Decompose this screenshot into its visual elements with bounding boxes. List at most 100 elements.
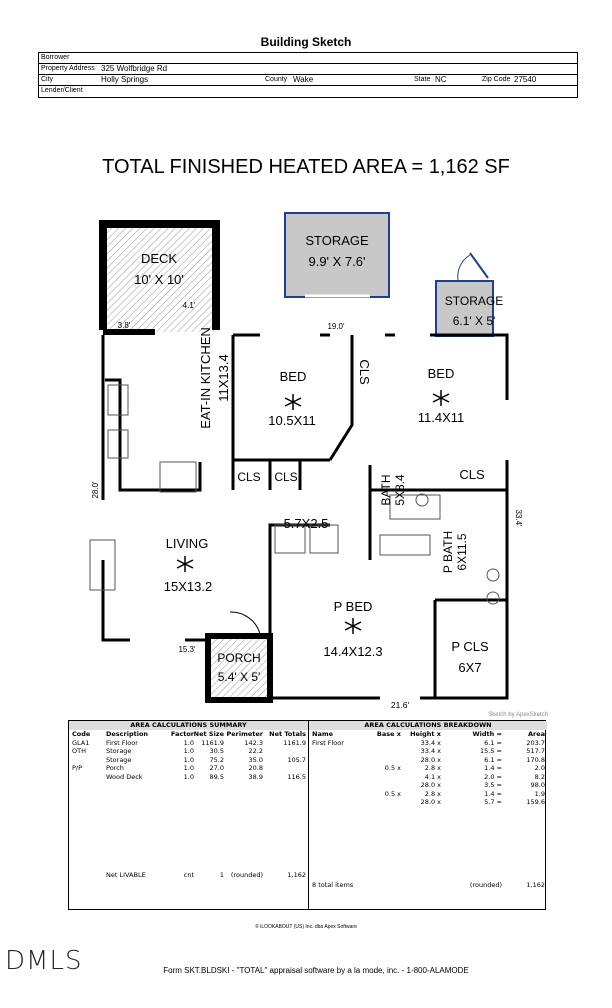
county-value: Wake xyxy=(293,75,314,84)
city-value: Holly Springs xyxy=(101,75,149,84)
table-cell: 30.5 xyxy=(209,747,224,755)
table-cell: 28.0 x xyxy=(420,798,441,806)
dimension-label: 28.0' xyxy=(91,481,100,499)
table-cell: 20.8 xyxy=(248,764,263,772)
bed2-size: 11.4X11 xyxy=(418,410,465,425)
address-value: 325 Wolfbridge Rd xyxy=(101,64,168,73)
deck-size: 10' X 10' xyxy=(134,272,184,287)
closet-label: CLS xyxy=(237,470,260,484)
table-cell: 5.7 = xyxy=(484,798,502,806)
deck-label: DECK xyxy=(141,251,177,266)
table-cell: 27.0 xyxy=(209,764,224,772)
address-label: Property Address xyxy=(41,65,95,72)
bath-label: BATH xyxy=(379,474,393,505)
storage-label: STORAGE xyxy=(305,233,369,248)
dimension-label: 33.4' xyxy=(514,509,523,527)
bed1-label: BED xyxy=(280,369,307,384)
footer-cell: 8 total items xyxy=(312,881,354,889)
table-cell: GLA1 xyxy=(72,738,90,747)
table-cell: 203.7 xyxy=(526,738,545,747)
deck xyxy=(99,220,220,335)
table-cell: 1.0 xyxy=(183,764,194,772)
dmls-logo: DMLS xyxy=(5,946,83,976)
column-header: Net Size xyxy=(193,730,224,738)
bed1-size: 10.5X11 xyxy=(268,413,315,428)
living-label: LIVING xyxy=(166,536,209,551)
state-label: State xyxy=(414,76,431,83)
storage-size: 9.9' X 7.6' xyxy=(308,254,365,269)
footer-cell: 1 xyxy=(219,871,224,879)
pbath-size: 6X11.5 xyxy=(455,533,469,570)
walls xyxy=(101,333,509,700)
pcls-label: P CLS xyxy=(451,639,489,654)
table-cell: 35.0 xyxy=(248,755,263,764)
table-cell: 28.0 x xyxy=(420,755,441,764)
table-row: 28.0 x 6.1 = 170.8 xyxy=(309,756,547,765)
ceiling-fan-icon xyxy=(176,390,450,634)
column-header: Net Totals xyxy=(269,730,306,738)
city-label: City xyxy=(41,76,54,83)
table-cell: 22.2 xyxy=(248,747,263,755)
column-header: Description xyxy=(106,730,149,738)
dimensions: 4.1'3.8'19.0' 28.0'33.4' 15.3'21.6' xyxy=(91,301,523,710)
table-cell: 15.5 = xyxy=(480,747,502,755)
storage-small-size: 6.1' X 5' xyxy=(453,314,496,328)
closet-label: CLS xyxy=(357,359,372,385)
kitchen-label: EAT-IN KITCHEN xyxy=(198,327,213,429)
table-cell: 98.0 xyxy=(530,781,545,789)
table-cell: First Floor xyxy=(312,738,344,747)
table-cell: 0.5 x xyxy=(384,764,401,772)
apex-credit: Sketch by ApexSketch xyxy=(488,712,548,718)
zip-label: Zip Code xyxy=(482,76,511,83)
table-cell: 105.7 xyxy=(287,755,306,764)
table-cell: 1161.9 xyxy=(201,738,224,747)
table-cell: 142.3 xyxy=(244,738,263,747)
zip-value: 27540 xyxy=(514,75,537,84)
bed2-label: BED xyxy=(428,366,455,381)
table-cell: 6.1 = xyxy=(484,755,502,764)
table-cell: 0.5 x xyxy=(384,789,401,798)
porch-label: PORCH xyxy=(217,651,260,665)
table-cell: Wood Deck xyxy=(106,772,143,781)
table-cell: 170.8 xyxy=(526,755,545,764)
column-header: Perimeter xyxy=(226,730,263,738)
footer-cell: 1,162 xyxy=(526,881,545,889)
table-cell: 33.4 x xyxy=(420,747,441,755)
breakdown-title: AREA CALCULATIONS BREAKDOWN xyxy=(309,721,547,730)
footer-cell: (rounded) xyxy=(230,871,263,879)
footer-cell: 1,162 xyxy=(287,871,306,879)
porch-size: 5.4' X 5' xyxy=(218,670,261,684)
table-cell: Storage xyxy=(106,755,132,764)
laundry-size: 5.7X2.5 xyxy=(284,516,329,531)
total-area-heading: TOTAL FINISHED HEATED AREA = 1,162 SF xyxy=(102,156,510,178)
storage-small xyxy=(435,252,494,337)
table-cell: 159.6 xyxy=(526,798,545,806)
column-header: Factor xyxy=(170,730,194,738)
column-header: Width = xyxy=(472,730,503,738)
table-footer: 8 total items(rounded)1,162 xyxy=(309,881,547,890)
table-cell: 2.0 = xyxy=(484,772,502,781)
table-cell: 38.9 xyxy=(248,772,263,781)
table-cell: Porch xyxy=(106,764,124,772)
dimension-label: 4.1' xyxy=(183,301,196,310)
state-value: NC xyxy=(435,75,447,84)
table-cell: 1161.9 xyxy=(283,738,306,747)
summary-title: AREA CALCULATIONS SUMMARY xyxy=(69,721,308,730)
table-cell: 2.0 xyxy=(534,764,545,772)
table-cell: 1.4 = xyxy=(484,789,502,798)
pbed-label: P BED xyxy=(334,599,373,614)
table-cell: 75.2 xyxy=(209,755,224,764)
